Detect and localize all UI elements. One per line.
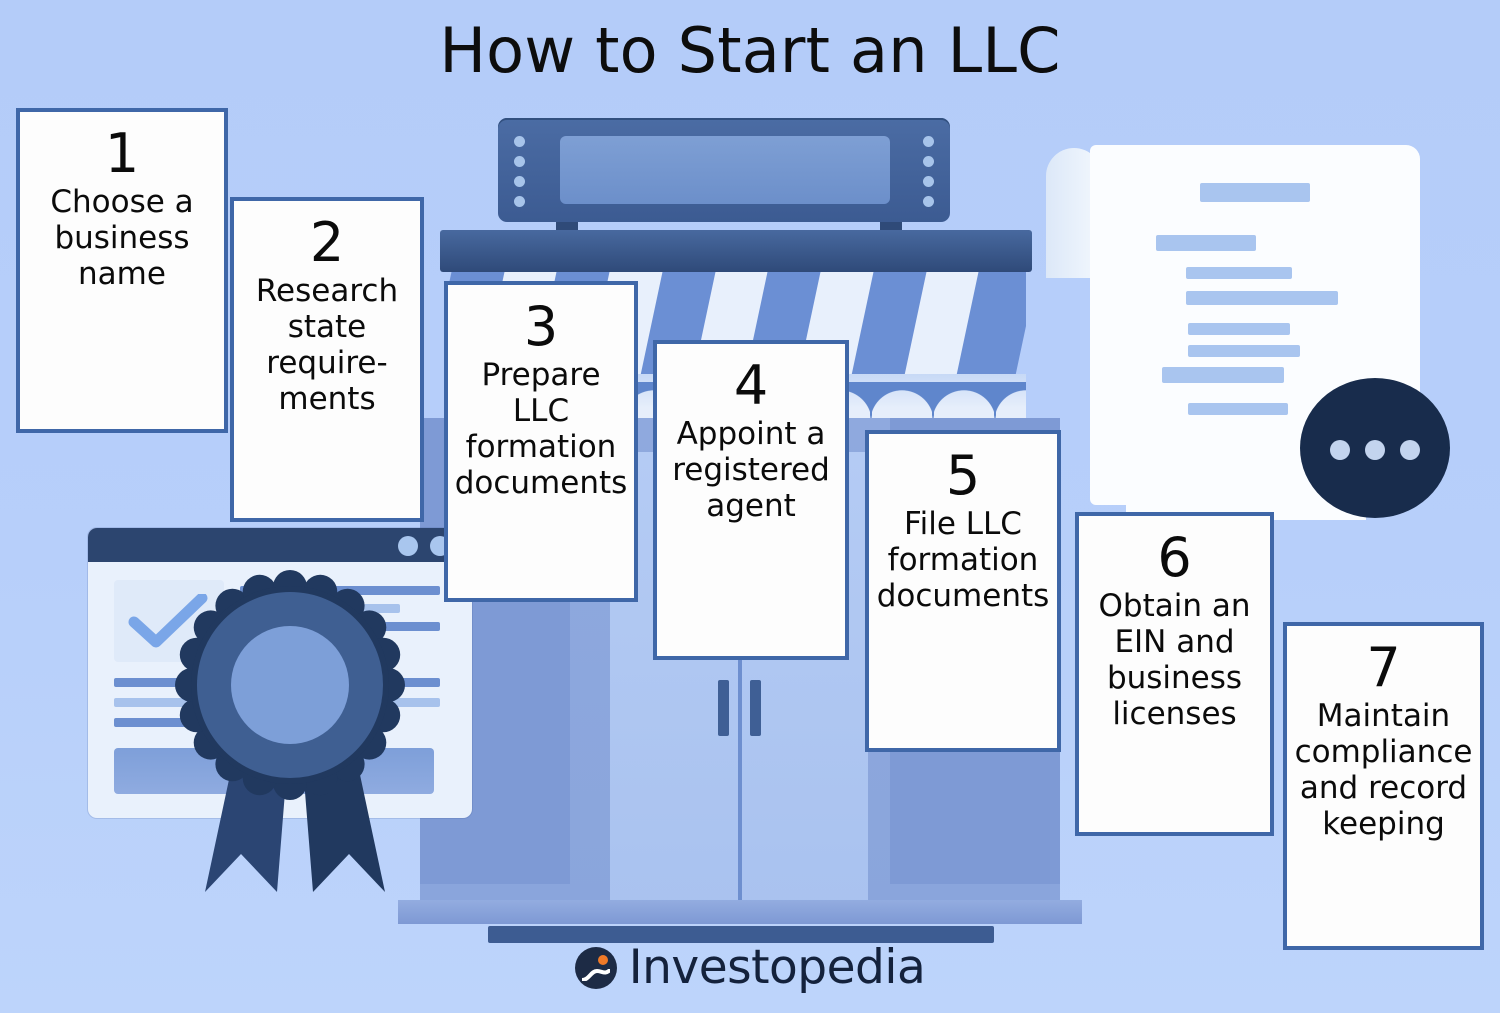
step-number: 2	[309, 211, 345, 274]
sign-dot	[923, 156, 934, 167]
step-label: Prepare LLC formation documents	[454, 356, 628, 501]
step-number: 3	[523, 295, 559, 358]
investopedia-swoosh-icon	[574, 946, 617, 989]
award-rosette-icon	[175, 570, 405, 800]
awning-header-bar	[440, 230, 1032, 272]
sign-dot	[923, 196, 934, 207]
awning-scallop	[994, 382, 1026, 422]
doc-text-line	[1162, 367, 1284, 383]
doc-text-line	[1186, 291, 1338, 305]
step-card-4[interactable]: 4 Appoint a registered agent	[653, 340, 849, 660]
step-number: 6	[1157, 526, 1192, 589]
browser-dot	[398, 536, 418, 556]
storefront-base	[398, 900, 1082, 924]
page-title: How to Start an LLC	[439, 14, 1061, 87]
step-label: Research state require- ments	[255, 272, 399, 417]
rosette-core	[231, 626, 349, 744]
door-split	[738, 452, 742, 918]
checkmark-icon	[128, 594, 208, 648]
step-number: 7	[1366, 636, 1401, 699]
sign-inner-panel	[560, 136, 890, 204]
step-card-1[interactable]: 1 Choose a business name	[16, 108, 228, 433]
step-label: File LLC formation documents	[876, 505, 1050, 614]
sign-dot	[514, 156, 525, 167]
doc-text-line	[1188, 323, 1290, 335]
sign-dot	[923, 136, 934, 147]
logo-orange-dot	[597, 954, 608, 965]
doc-heading-line	[1200, 183, 1310, 202]
doc-text-line	[1188, 345, 1300, 357]
shop-sign-board-icon	[498, 118, 950, 222]
swoosh-shape	[581, 968, 610, 981]
step-label: Maintain compliance and record keeping	[1294, 697, 1473, 842]
ellipsis-dot	[1330, 440, 1350, 460]
doc-text-line	[1156, 235, 1256, 251]
step-card-6[interactable]: 6 Obtain an EIN and business licenses	[1075, 512, 1274, 836]
step-number: 1	[104, 122, 140, 185]
step-card-3[interactable]: 3 Prepare LLC formation documents	[444, 281, 638, 602]
speech-bubble-ellipsis-icon	[1300, 378, 1450, 518]
awning-scallop	[870, 382, 934, 422]
storefront-step	[488, 926, 994, 943]
sign-dot	[514, 196, 525, 207]
browser-titlebar	[88, 528, 472, 562]
door-handle-left[interactable]	[718, 680, 729, 736]
sign-dot	[514, 136, 525, 147]
step-number: 5	[945, 444, 981, 507]
step-card-5[interactable]: 5 File LLC formation documents	[865, 430, 1061, 752]
doc-text-line	[1188, 403, 1288, 415]
step-card-2[interactable]: 2 Research state require- ments	[230, 197, 424, 522]
awning-scallop	[932, 382, 996, 422]
step-label: Appoint a registered agent	[672, 415, 830, 524]
ellipsis-dot	[1400, 440, 1420, 460]
brand-name: Investopedia	[628, 940, 926, 995]
door-handle-right[interactable]	[750, 680, 761, 736]
ellipsis-dot	[1365, 440, 1385, 460]
step-label: Choose a business name	[50, 183, 194, 292]
step-card-7[interactable]: 7 Maintain compliance and record keeping	[1283, 622, 1484, 950]
investopedia-logo[interactable]: Investopedia	[0, 940, 1500, 995]
sign-dot	[514, 176, 525, 187]
sign-dot	[923, 176, 934, 187]
step-number: 4	[733, 354, 769, 417]
doc-text-line	[1186, 267, 1292, 279]
step-label: Obtain an EIN and business licenses	[1098, 587, 1251, 732]
